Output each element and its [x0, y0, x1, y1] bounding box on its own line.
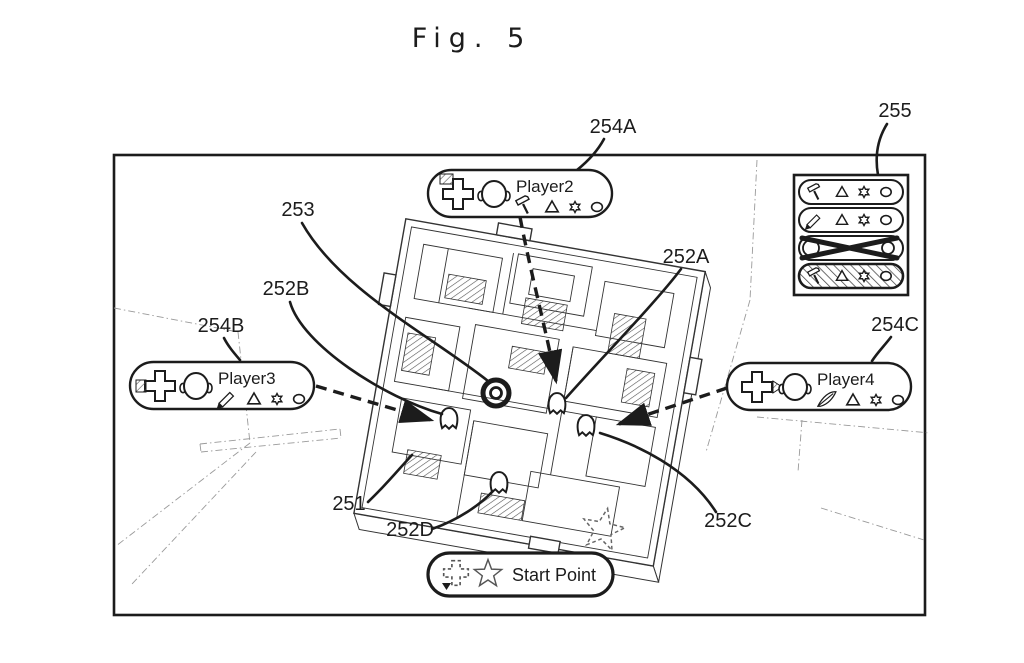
circle-icon	[590, 201, 604, 213]
figure-title: Fig. 5	[412, 23, 533, 54]
panel-row-4	[797, 262, 905, 290]
label-252C: 252C	[704, 510, 752, 532]
label-254C: 254C	[871, 314, 919, 336]
circle-icon	[891, 394, 905, 406]
map-ledge	[527, 535, 561, 555]
square-marker-icon	[135, 379, 147, 393]
start-point-label: Start Point	[512, 565, 596, 585]
arrow-marker-icon	[772, 380, 783, 394]
plus-outline-icon	[442, 559, 470, 587]
player4-badge: Player4	[725, 361, 913, 412]
player2-name: Player2	[516, 177, 574, 196]
player4-arrow	[615, 386, 728, 426]
character-252C	[576, 414, 596, 437]
badge-pointer-arrows	[315, 216, 728, 426]
leader-lines	[222, 122, 893, 531]
triangle-marker-icon	[442, 583, 451, 590]
item-panel-255	[792, 173, 910, 297]
panel-row-1	[798, 179, 904, 205]
terrain-background-lines	[113, 159, 931, 585]
flag-icon	[439, 173, 454, 185]
label-254B: 254B	[198, 315, 245, 337]
map-ledge	[377, 272, 397, 308]
player2-arrow	[518, 216, 563, 385]
reference-labels: 254A 255 253 252B 254B 252A 254C 251 252…	[198, 100, 919, 541]
start-point-badge: Start Point	[426, 551, 615, 598]
label-252B: 252B	[263, 278, 310, 300]
panel-row-2	[798, 207, 904, 233]
circle-icon	[880, 270, 893, 282]
label-253: 253	[281, 199, 314, 221]
label-252A: 252A	[663, 246, 710, 268]
circle-icon	[880, 186, 893, 198]
map-ledge	[683, 356, 703, 396]
label-255: 255	[878, 100, 911, 122]
character-252B	[439, 407, 459, 430]
label-254A: 254A	[590, 116, 637, 138]
circle-icon	[292, 393, 306, 405]
character-252D	[489, 471, 509, 494]
circle-icon	[881, 241, 895, 255]
player3-arrow	[315, 384, 435, 424]
map-hatched-blocks	[400, 273, 656, 521]
player2-badge: Player2	[426, 168, 614, 219]
character-252A	[547, 392, 567, 415]
player4-name: Player4	[817, 370, 875, 389]
player3-name: Player3	[218, 369, 276, 388]
circle-icon	[880, 214, 893, 226]
label-251: 251	[332, 493, 365, 515]
game-field-map	[353, 218, 712, 583]
player3-badge: Player3	[128, 360, 316, 411]
ring-cursor-253	[480, 377, 512, 409]
cross-out-icon	[799, 235, 900, 261]
panel-row-3	[798, 235, 904, 261]
label-252D: 252D	[386, 519, 434, 541]
